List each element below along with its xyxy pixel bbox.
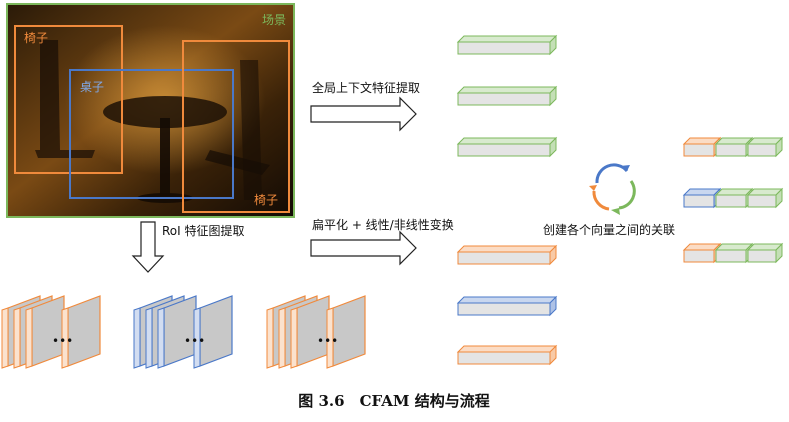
- feature-map-plate-edge: [145, 307, 153, 369]
- ellipsis-dots: •••: [317, 334, 338, 348]
- global-vector: [456, 34, 558, 56]
- feature-map-plate-edge: [157, 307, 165, 369]
- ellipsis-dots: •••: [52, 334, 73, 348]
- scene-label: 场景: [262, 13, 286, 27]
- scene-image: 场景 椅子 桌子 椅子: [6, 3, 295, 218]
- roi-arrow: [131, 221, 165, 273]
- concat-object-segment: [682, 187, 722, 209]
- concat-context-segment: [714, 187, 754, 209]
- relation-cycle-icon: [589, 163, 636, 215]
- global-vector: [456, 85, 558, 107]
- feature-map-plate: [31, 295, 65, 367]
- ellipsis-dots: •••: [184, 334, 205, 348]
- feature-map-plate-edge: [61, 307, 69, 369]
- feature-map-plate-edge: [13, 307, 21, 369]
- feature-map-plate: [163, 295, 197, 367]
- feature-map-plate: [332, 295, 366, 367]
- feature-map-plate-edge: [133, 307, 141, 369]
- feature-vectors: [456, 34, 784, 366]
- global-context-label: 全局上下文特征提取: [312, 80, 420, 95]
- concat-context-segment: [714, 242, 754, 264]
- feature-map-plate-edge: [278, 307, 286, 369]
- feature-map-plate: [296, 295, 330, 367]
- flatten-arrow: [310, 230, 417, 266]
- roi-pooling-label: RoI 特征图提取: [162, 223, 245, 238]
- concat-context-segment: [714, 136, 754, 158]
- feature-map-plate-edge: [290, 307, 298, 369]
- global-context-arrow: [310, 96, 417, 132]
- global-vector: [456, 136, 558, 158]
- feature-map-plate-edge: [266, 307, 274, 369]
- feature-map-plate-edge: [326, 307, 334, 369]
- concat-context-segment: [746, 242, 784, 264]
- flatten-transform-label: 扁平化 + 线性/非线性变换: [312, 217, 454, 232]
- feature-map-stack: •••: [266, 295, 366, 369]
- concat-object-segment: [682, 136, 722, 158]
- chair-box-2: [182, 40, 290, 213]
- feature-map-groups: ••• ••• •••: [1, 295, 366, 369]
- concat-object-segment: [682, 242, 722, 264]
- object-vector: [456, 244, 558, 266]
- feature-map-plate-edge: [25, 307, 33, 369]
- concat-context-segment: [746, 187, 784, 209]
- table-box: [69, 69, 234, 199]
- feature-map-stack: •••: [133, 295, 233, 369]
- chair-box-2-label: 椅子: [254, 193, 278, 207]
- figure-caption: 图 3.6 CFAM 结构与流程: [298, 392, 490, 410]
- chair-box-1: [14, 25, 123, 174]
- feature-map-plate: [199, 295, 233, 367]
- table-box-label: 桌子: [80, 80, 104, 94]
- object-vector: [456, 295, 558, 317]
- chair-box-1-label: 椅子: [24, 31, 48, 45]
- relation-label: 创建各个向量之间的关联: [543, 222, 675, 237]
- object-vector: [456, 344, 558, 366]
- feature-map-plate: [67, 295, 101, 367]
- feature-map-plate-edge: [1, 307, 9, 369]
- concat-context-segment: [746, 136, 784, 158]
- feature-map-plate-edge: [193, 307, 201, 369]
- feature-map-stack: •••: [1, 295, 101, 369]
